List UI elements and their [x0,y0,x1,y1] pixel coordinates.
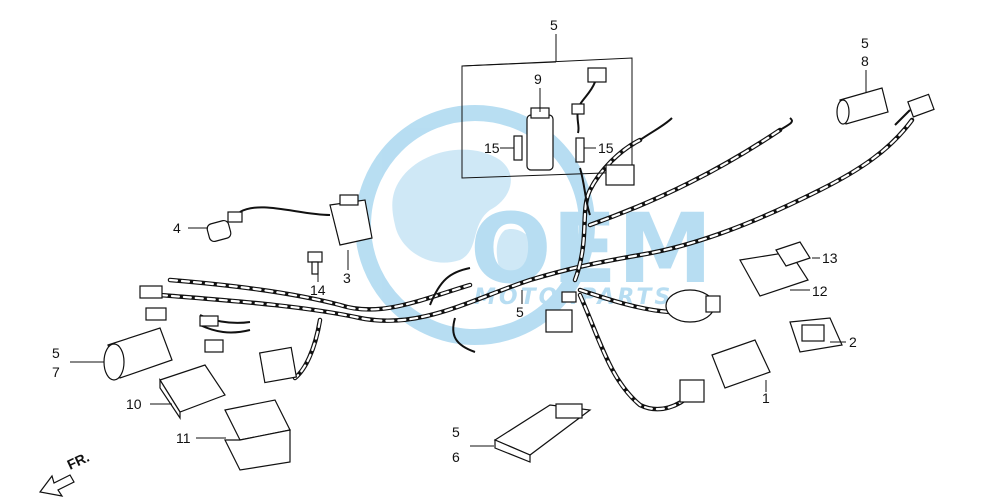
callout-5-mid: 5 [516,304,524,320]
fuse-left [513,135,523,161]
part-14-bolt [307,251,323,275]
callout-15-right: 15 [598,140,614,156]
fuse-right [575,137,585,163]
part-3-ignition-coil [329,194,373,246]
callout-10: 10 [126,396,142,412]
callout-labels: 5 9 15 15 5 8 4 3 14 5 13 12 2 1 5 7 10 … [52,17,869,465]
watermark-globe-land [392,149,536,279]
callout-8: 8 [861,53,869,69]
mid-left-connector-block [258,346,298,384]
part-10-regulator [159,364,226,420]
part-13-clip [775,241,811,267]
callout-12: 12 [812,283,828,299]
callout-5-topright: 5 [861,35,869,51]
fuse-box [526,114,554,171]
mid-square-connector [545,291,577,333]
front-direction-indicator: FR. [38,449,92,497]
fuse-box-group [461,57,635,216]
small-connector-bottom [679,379,705,403]
callout-11: 11 [176,430,191,446]
part-8-boot [836,87,889,125]
part-7-boot [103,327,173,381]
callout-4: 4 [173,220,181,236]
top-right-connector [894,93,935,126]
callout-9: 9 [534,71,542,87]
callout-3: 3 [343,270,351,286]
left-connectors [139,285,224,353]
callout-5-left: 5 [52,345,60,361]
leader-lines [70,34,867,447]
starter-relay [665,289,721,323]
callout-5-top: 5 [550,17,558,33]
callout-1: 1 [762,390,770,406]
callout-13: 13 [822,250,838,266]
front-arrow-icon [38,474,75,497]
callout-14: 14 [310,282,326,298]
fuse-holder-connector [587,67,607,83]
part-4-plug-cap [206,206,331,243]
callout-15-left: 15 [484,140,500,156]
part-1-relay [711,339,771,389]
callout-5-bottom: 5 [452,424,460,440]
callout-7: 7 [52,364,60,380]
callout-6: 6 [452,449,460,465]
main-harness [157,117,915,412]
callout-2: 2 [849,334,857,350]
part-6-long-cover [493,403,592,463]
front-label: FR. [65,449,92,473]
part-11-battery-box [224,399,291,471]
part-2-cap [789,317,843,353]
